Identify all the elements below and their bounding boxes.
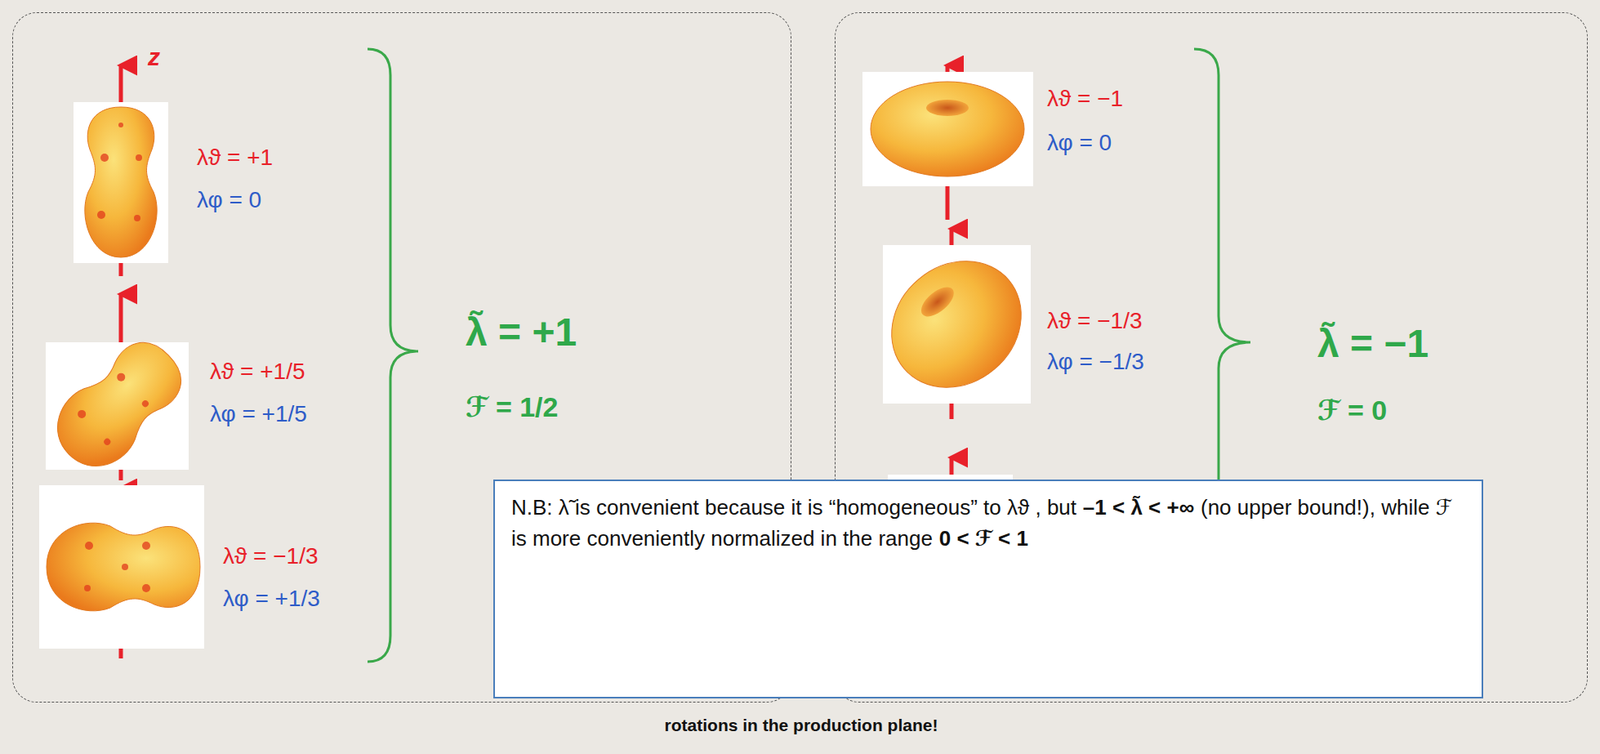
parameter-label: λφ = +1/3 — [222, 585, 321, 612]
parameter-label: z — [147, 43, 161, 72]
note-box: N.B: λ̃ is convenient because it is “hom… — [493, 479, 1484, 699]
parameter-label: λφ = 0 — [196, 187, 262, 214]
note-text: 0 < ℱ < 1 — [939, 525, 1029, 551]
summary-value: λ̃ = +1 — [465, 309, 577, 355]
parameter-label: λϑ = −1 — [1047, 85, 1124, 112]
parameter-label: λϑ = −1/3 — [1047, 307, 1143, 335]
summary-value: ℱ = 0 — [1317, 394, 1387, 427]
parameter-label: λφ = −1/3 — [1047, 348, 1145, 375]
parameter-label: λϑ = −1/3 — [222, 543, 319, 570]
parameter-label: λϑ = +1 — [196, 144, 273, 171]
note-text: –1 < λ̃ < +∞ — [1083, 494, 1195, 520]
summary-value: λ̃ = −1 — [1317, 320, 1429, 366]
summary-value: ℱ = 1/2 — [465, 391, 558, 424]
parameter-label: λϑ = +1/5 — [209, 358, 306, 385]
brace — [367, 49, 419, 662]
parameter-label: λφ = +1/5 — [209, 401, 308, 428]
distribution-image — [39, 102, 205, 649]
caption: rotations in the production plane! — [664, 715, 939, 736]
distribution-image — [862, 71, 1048, 531]
parameter-label: λφ = 0 — [1047, 129, 1112, 156]
note-text: N.B: λ̃ is convenient because it is “hom… — [511, 494, 1077, 520]
